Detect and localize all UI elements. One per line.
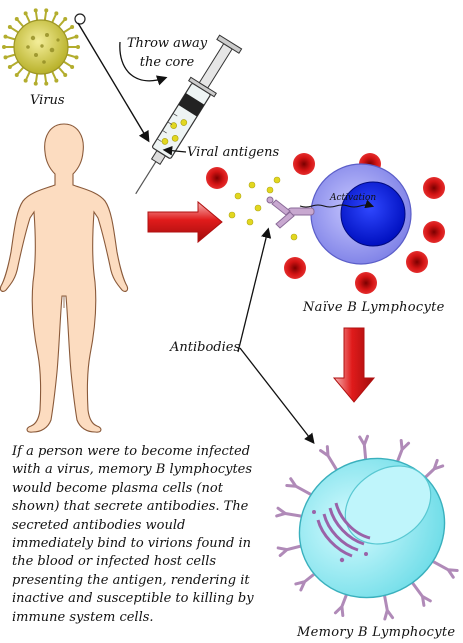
antibodies-arrow-up	[237, 227, 272, 353]
activation-label: Activation	[330, 193, 377, 203]
virus-spike-tip	[63, 17, 68, 22]
antibody-y	[319, 445, 340, 474]
throw-away-core-label: Throw away the core	[126, 36, 208, 70]
virus-spike-tip	[14, 72, 19, 77]
memory-b-lymphocyte-label: Memory B Lymphocyte	[297, 625, 456, 640]
antibody-y	[275, 506, 307, 519]
virus-spike-tip	[70, 24, 75, 29]
caption-text: If a person were to become infected with…	[12, 444, 254, 625]
golgi-apparatus	[316, 502, 371, 558]
human-body	[0, 123, 129, 433]
virus-spike-tip	[33, 81, 38, 86]
virus-spike-tip	[74, 55, 79, 60]
virus-spike-tip	[2, 45, 6, 49]
virus-spike-tip	[63, 72, 68, 77]
antibodies-label: Antibodies	[170, 340, 241, 355]
memory-b-cell	[298, 457, 446, 599]
virus-spike-tip	[54, 11, 59, 16]
antibodies-arrow-down	[239, 347, 315, 445]
virus-label: Virus	[30, 93, 65, 108]
antibody-y	[409, 579, 432, 607]
red-arrow-down	[332, 327, 376, 403]
virus-spike-tip	[74, 34, 79, 39]
antibody-y	[429, 558, 459, 579]
virus-spike-tip	[54, 78, 59, 83]
virus-spike-tip	[14, 17, 19, 22]
red-arrow-right	[147, 200, 223, 244]
virus-spike-tip	[3, 34, 8, 39]
virus-spike-tip	[33, 8, 38, 13]
virus-spike-tip	[44, 81, 49, 86]
antibody-y	[285, 477, 315, 498]
virus-to-syringe-arrow	[77, 22, 150, 143]
virus-spike-tip	[3, 55, 8, 60]
viral-antigens-label: Viral antigens	[187, 145, 280, 160]
throw-away-arrow	[119, 41, 168, 86]
viral-antigens-pointer	[162, 145, 187, 156]
virus-spike-tip	[7, 24, 12, 29]
activation-signal-arrow	[299, 199, 375, 209]
antigen-particles	[228, 176, 298, 241]
virus-spike-tip	[70, 65, 75, 70]
syringe	[135, 34, 243, 195]
virus-particle	[2, 8, 86, 86]
virus-spike-tip	[23, 11, 28, 16]
virus-spike-tip	[76, 45, 80, 49]
naive-b-lymphocyte-label: Naïve B Lymphocyte	[303, 300, 445, 315]
virus-spike-tip	[7, 65, 12, 70]
naive-b-cell	[266, 163, 412, 265]
virus-spike-tip	[44, 8, 49, 13]
virus-spike-tip	[23, 78, 28, 83]
b-cell-receptor	[266, 196, 315, 229]
